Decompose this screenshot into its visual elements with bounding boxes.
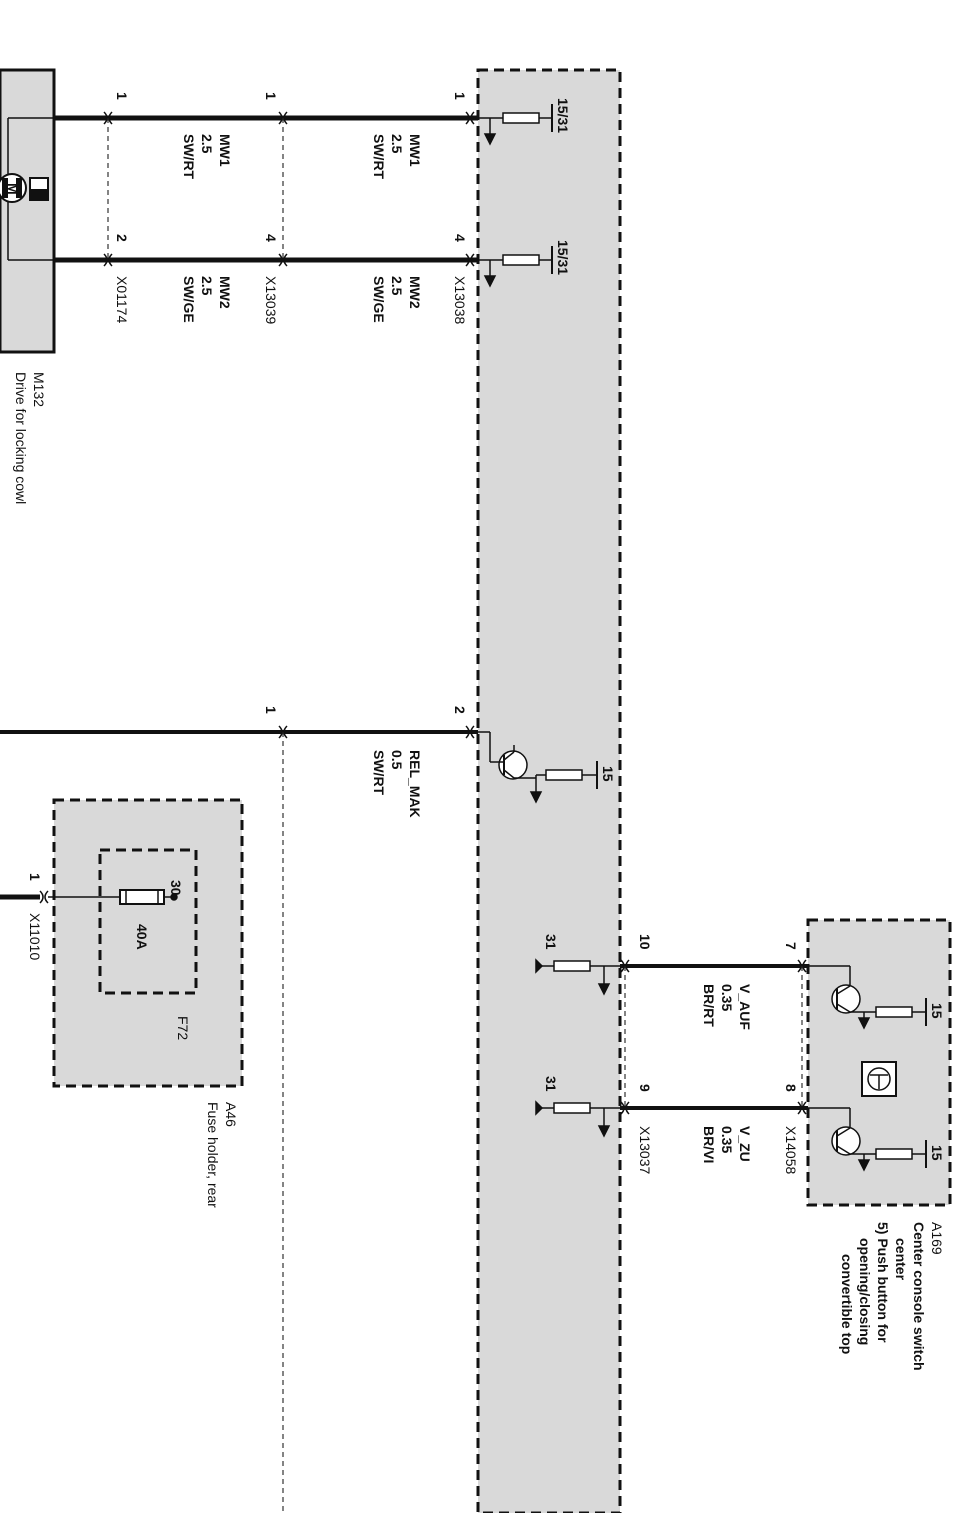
pin-4-x13039: 4	[263, 234, 279, 242]
pin-1-rel: 1	[263, 706, 279, 714]
a169-name-line-3: 5) Push button for	[875, 1222, 891, 1343]
v-auf-size: 0.35	[719, 984, 735, 1011]
mw1-name-b: MW1	[407, 134, 423, 167]
mw1-name-a: MW1	[217, 134, 233, 167]
supply-1531-bottom: 15/31	[555, 240, 571, 275]
module-pulldown-resistors	[535, 958, 620, 1138]
mw1-size-a: 2.5	[199, 134, 215, 154]
ground-31-top: 31	[543, 934, 559, 950]
m132-id: M132	[31, 372, 47, 407]
v-zu-size: 0.35	[719, 1126, 735, 1153]
f72-fuse-symbol	[0, 889, 178, 905]
a169-name-line-1: Center console switch	[911, 1222, 927, 1371]
f72-terminal-30: 30	[168, 880, 184, 896]
mw2-size-b: 2.5	[389, 276, 405, 296]
pin-1-x13038: 1	[452, 92, 468, 100]
pin-2-rel: 2	[452, 706, 468, 714]
pin-10: 10	[637, 934, 653, 950]
connector-arcs-bottom	[620, 959, 807, 1115]
mw2-size-a: 2.5	[199, 276, 215, 296]
pin-1-x13039: 1	[263, 92, 279, 100]
connector-x11010-label: X11010	[27, 913, 43, 960]
a169-id: A169	[929, 1222, 945, 1255]
f72-fuse-block	[98, 848, 198, 995]
m132-motor-symbol	[0, 117, 54, 261]
mw1-color-a: SW/RT	[181, 134, 197, 180]
module-transistor	[478, 731, 598, 804]
pin-9: 9	[637, 1084, 653, 1092]
connector-x13038-label: X13038	[452, 276, 468, 324]
a169-name-line-5: convertible top	[839, 1254, 855, 1354]
pin-7: 7	[783, 942, 799, 950]
connector-arcs-top	[103, 111, 475, 267]
mw2-color-b: SW/GE	[371, 276, 387, 323]
pin-1-x01174: 1	[114, 92, 130, 100]
a46-name: Fuse holder, rear	[205, 1102, 221, 1208]
connector-x13039-label: X13039	[263, 276, 279, 324]
mw1-size-b: 2.5	[389, 134, 405, 154]
mw1-color-b: SW/RT	[371, 134, 387, 180]
supply-15-a169-bottom: 15	[929, 1145, 945, 1161]
pin-8: 8	[783, 1084, 799, 1092]
v-zu-name: V_ZU	[737, 1126, 753, 1162]
f72-id: F72	[175, 1016, 191, 1040]
connector-x01174-label: X01174	[114, 276, 130, 323]
v-zu-color: BR/VI	[701, 1126, 717, 1163]
control-module-block	[476, 68, 622, 1513]
pin-2-x01174: 2	[114, 234, 130, 242]
mw2-name-a: MW2	[217, 276, 233, 309]
motor-m-letter: M	[5, 183, 21, 195]
pin-1-x11010: 1	[27, 873, 43, 881]
rel-mak-name: REL_MAK	[407, 750, 423, 818]
a169-name-line-2: center	[893, 1238, 909, 1281]
rel-mak-color: SW/RT	[371, 750, 387, 796]
rel-mak-size: 0.5	[389, 750, 405, 770]
a169-name-line-4: opening/closing	[857, 1238, 873, 1345]
v-auf-color: BR/RT	[701, 984, 717, 1027]
module-internal-top	[478, 104, 553, 288]
f72-rating: 40A	[134, 924, 150, 950]
supply-15-a169-top: 15	[929, 1003, 945, 1019]
a169-switch-internals	[808, 965, 927, 1172]
a46-id: A46	[223, 1102, 239, 1127]
v-auf-name: V_AUF	[737, 984, 753, 1030]
m132-motor-block	[0, 68, 56, 354]
connector-arcs-rel	[278, 725, 475, 739]
mw2-color-a: SW/GE	[181, 276, 197, 323]
supply-1531-top: 15/31	[555, 98, 571, 133]
a46-fuse-holder-block	[52, 798, 244, 1088]
mw2-name-b: MW2	[407, 276, 423, 309]
pin-4-x13038: 4	[452, 234, 468, 242]
m132-name: Drive for locking cowl	[13, 372, 29, 504]
connector-x14058-label: X14058	[783, 1126, 799, 1174]
supply-15-module: 15	[600, 766, 616, 782]
ground-31-bottom: 31	[543, 1076, 559, 1092]
connector-x13037-label: X13037	[637, 1126, 653, 1174]
